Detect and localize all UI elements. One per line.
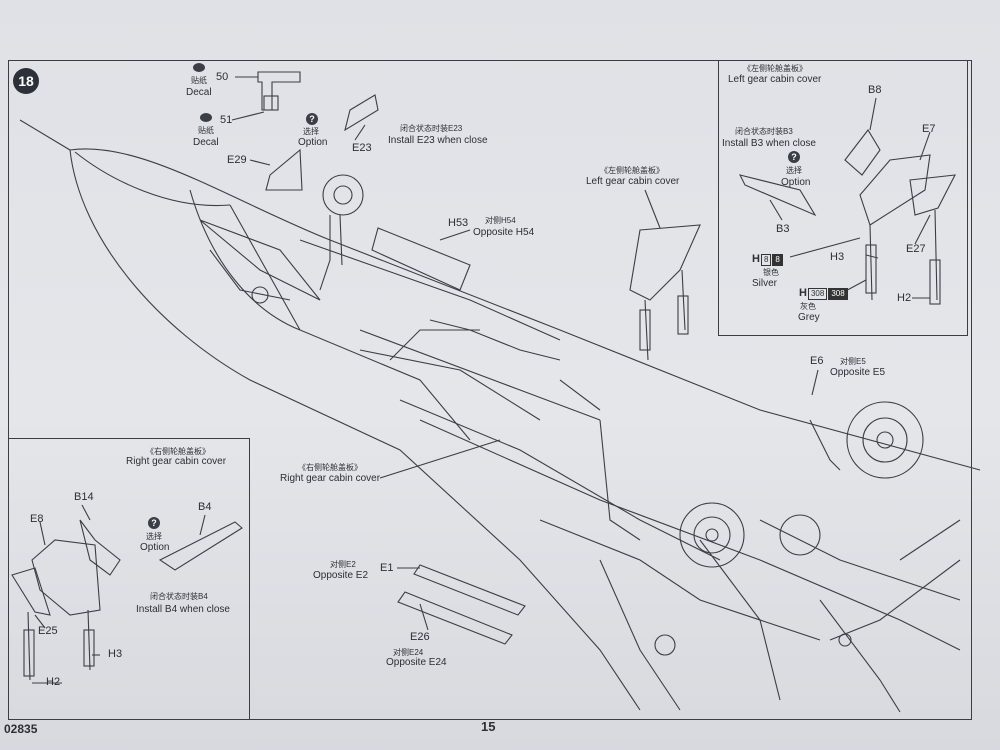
option-cn-top: 选择 — [303, 127, 319, 136]
part-B4 — [158, 521, 243, 571]
right-cover-en-inset: Right gear cabin cover — [126, 456, 227, 467]
fuselage-lower-line — [69, 149, 641, 711]
silver-en: Silver — [752, 278, 778, 289]
part-label-E7: E7 — [922, 123, 936, 135]
part-label-E1: E1 — [380, 562, 394, 574]
main-wheel-right — [846, 401, 924, 479]
right-cover-en-main: Right gear cabin cover — [280, 473, 381, 484]
main-wheel-left — [679, 502, 745, 568]
right-cover-cn-inset: 《右侧轮舱盖板》 — [146, 447, 210, 456]
part-E27 — [909, 174, 956, 216]
decal-en-2: Decal — [193, 137, 219, 148]
color-code-box-308a: 308 — [807, 288, 828, 300]
part-E29 — [265, 148, 303, 191]
install-b3-en: Install B3 when close — [722, 138, 816, 149]
install-b3-cn: 闭合状态时装B3 — [735, 127, 793, 136]
part-E1 — [413, 564, 526, 616]
part-B14 — [79, 519, 121, 576]
option-cn-right: 选择 — [146, 532, 162, 541]
opposite-h54-cn: 对侧H54 — [485, 216, 516, 225]
install-e23-en: Install E23 when close — [388, 135, 488, 146]
option-en-right: Option — [140, 542, 170, 553]
part-label-E27: E27 — [906, 243, 926, 255]
option-en-left: Option — [781, 177, 811, 188]
left-gear-inset-box — [718, 60, 968, 336]
part-label-H3-left: H3 — [830, 251, 845, 263]
nose-wheel — [322, 174, 364, 216]
part-label-E29: E29 — [227, 154, 247, 166]
part-B8 — [844, 129, 881, 176]
part-label-H2-right: H2 — [46, 676, 61, 688]
install-b4-cn: 闭合状态时装B4 — [150, 592, 208, 601]
page-frame — [8, 60, 972, 720]
opposite-h54-en: Opposite H54 — [473, 227, 535, 238]
part-H54 — [371, 227, 471, 291]
part-label-E6: E6 — [810, 355, 824, 367]
left-cover-en: Left gear cabin cover — [586, 176, 680, 187]
part-E7 — [859, 154, 931, 226]
part-E24 — [397, 591, 513, 645]
part-label-B14: B14 — [74, 491, 94, 503]
part-label-E8: E8 — [30, 513, 44, 525]
part-E23 — [344, 94, 379, 132]
part-label-50: 50 — [216, 71, 229, 83]
decal-icon-1 — [193, 63, 205, 72]
color-code-box-8b: 8 — [772, 254, 783, 266]
install-e23-cn: 闭合状态时装E23 — [400, 124, 463, 133]
decal-en-1: Decal — [186, 87, 212, 98]
part-label-H3-right: H3 — [108, 648, 123, 660]
option-icon-top: ? — [306, 113, 318, 125]
right-gear-inset-box — [8, 438, 250, 720]
part-E8 — [31, 539, 101, 616]
part-E25 — [11, 567, 51, 616]
option-en-top: Option — [298, 137, 328, 148]
grey-en: Grey — [798, 312, 820, 323]
left-cover-en-inset: Left gear cabin cover — [728, 74, 822, 85]
part-label-E26: E26 — [410, 631, 430, 643]
grey-cn: 灰色 — [800, 302, 816, 311]
page-number: 15 — [481, 719, 496, 734]
part-label-E25: E25 — [38, 625, 58, 637]
left-cover-cn-inset: 《左侧轮舱盖板》 — [743, 64, 807, 73]
decal-cn-2: 贴纸 — [198, 126, 214, 135]
part-label-B4: B4 — [198, 501, 212, 513]
decal-icon-2 — [200, 113, 212, 122]
kit-number: 02835 — [4, 722, 38, 736]
right-cover-cn-main: 《右侧轮舱盖板》 — [298, 463, 362, 472]
opposite-e5-en: Opposite E5 — [830, 367, 886, 378]
opposite-e24-cn: 对侧E24 — [393, 648, 424, 657]
decal-cn-1: 贴纸 — [191, 76, 207, 85]
silver-cn: 银色 — [763, 268, 779, 277]
option-icon-right: ? — [148, 517, 160, 529]
part-label-B8: B8 — [868, 84, 882, 96]
left-gear-door-main — [629, 224, 701, 301]
opposite-e24-en: Opposite E24 — [386, 657, 447, 668]
part-B3 — [738, 174, 817, 217]
opposite-e2-en: Opposite E2 — [313, 570, 369, 581]
part-label-E23: E23 — [352, 142, 372, 154]
step-number-badge: 18 — [13, 68, 39, 94]
part-label-H53: H53 — [448, 217, 469, 229]
part-label-H2-left: H2 — [897, 292, 912, 304]
option-icon-left: ? — [788, 151, 800, 163]
color-code-box-8a: 8 — [760, 254, 772, 266]
option-cn-left: 选择 — [786, 166, 802, 175]
part-label-51: 51 — [220, 114, 233, 126]
opposite-e2-cn: 对侧E2 — [330, 560, 356, 569]
left-cover-cn: 《左侧轮舱盖板》 — [600, 166, 664, 175]
part-label-B3: B3 — [776, 223, 790, 235]
color-code-box-308b: 308 — [828, 288, 848, 300]
opposite-e5-cn: 对侧E5 — [840, 357, 866, 366]
install-b4-en: Install B4 when close — [136, 604, 230, 615]
